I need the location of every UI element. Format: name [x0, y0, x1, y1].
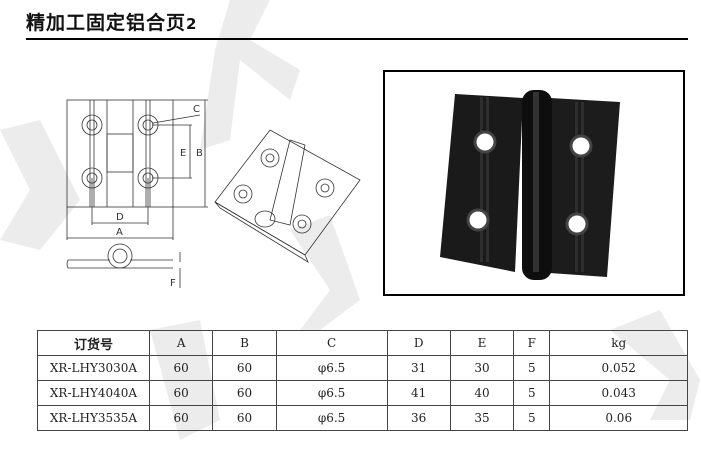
- col-a: A: [148, 330, 214, 356]
- col-c: C: [275, 330, 388, 356]
- dim-label-c: C: [193, 104, 200, 115]
- cell: 60: [212, 355, 277, 381]
- cell: XR-LHY4040A: [37, 380, 150, 406]
- dim-label-f: F: [170, 278, 176, 289]
- cell: 41: [386, 380, 451, 406]
- table-header-row: 订货号 A B C D E F kg: [37, 330, 688, 356]
- dim-label-b: B: [196, 148, 203, 159]
- col-order-no: 订货号: [37, 330, 150, 356]
- product-photo: [383, 70, 685, 296]
- cell: 31: [386, 355, 451, 381]
- title-text: 精加工固定铝合页: [26, 12, 187, 34]
- page-title: 精加工固定铝合页2: [26, 8, 197, 35]
- cell: XR-LHY3535A: [37, 405, 150, 431]
- cell: φ6.5: [275, 380, 388, 406]
- technical-drawing: D A B E C F: [66, 99, 361, 289]
- cell: 0.052: [549, 355, 688, 381]
- cell: 60: [148, 380, 214, 406]
- cell: 60: [212, 380, 277, 406]
- cell: 60: [148, 405, 214, 431]
- cell: 35: [449, 405, 515, 431]
- cell: φ6.5: [275, 355, 388, 381]
- dim-label-e: E: [180, 148, 186, 159]
- cell: 5: [513, 355, 551, 381]
- cell: 60: [148, 355, 214, 381]
- cell: XR-LHY3030A: [37, 355, 150, 381]
- cell: 30: [449, 355, 515, 381]
- dim-label-d: D: [116, 212, 124, 223]
- title-divider: [26, 38, 688, 40]
- cell: 60: [212, 405, 277, 431]
- title-suffix: 2: [186, 15, 198, 33]
- cell: 0.043: [549, 380, 688, 406]
- dim-label-a: A: [116, 227, 123, 238]
- col-e: E: [449, 330, 515, 356]
- cell: 36: [386, 405, 451, 431]
- cell: φ6.5: [275, 405, 388, 431]
- col-d: D: [386, 330, 451, 356]
- cell: 40: [449, 380, 515, 406]
- cell: 5: [513, 405, 551, 431]
- hinge-photo-image: [440, 90, 620, 280]
- cell: 0.06: [549, 405, 688, 431]
- col-b: B: [212, 330, 277, 356]
- cell: 5: [513, 380, 551, 406]
- col-kg: kg: [549, 330, 688, 356]
- col-f: F: [513, 330, 551, 356]
